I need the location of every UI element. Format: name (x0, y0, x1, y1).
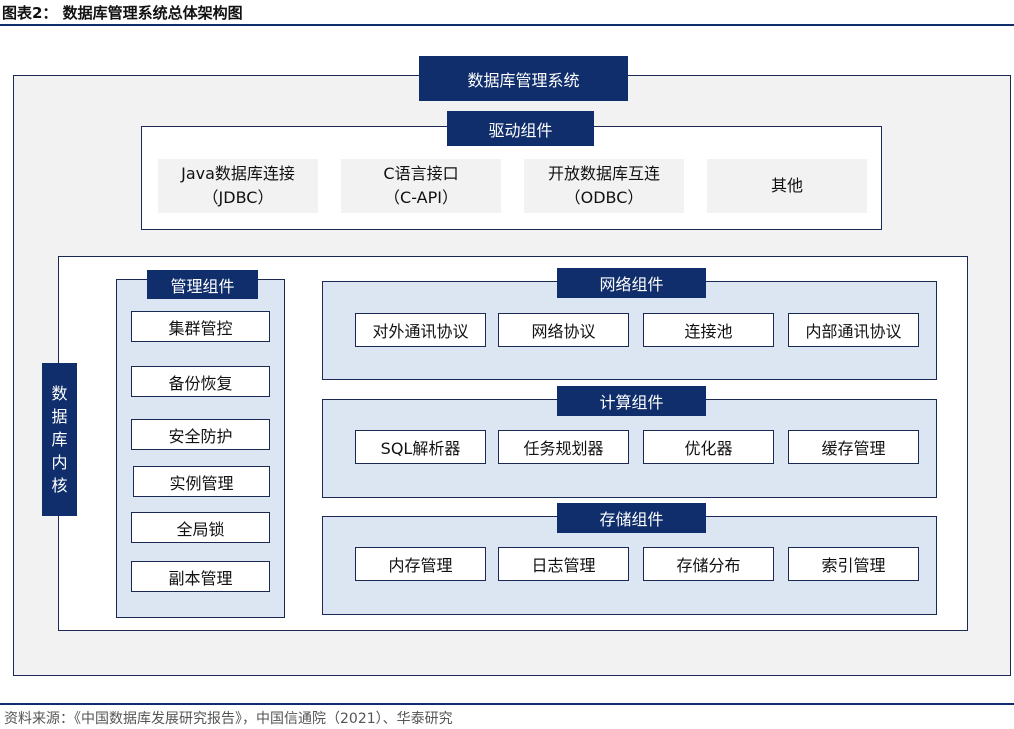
driver-item-line1: 开放数据库互连 (547, 164, 660, 183)
figure-title: 图表2： 数据库管理系统总体架构图 (2, 4, 243, 22)
compute-item: 优化器 (643, 430, 774, 464)
system-title: 数据库管理系统 (419, 56, 628, 101)
management-title: 管理组件 (147, 270, 258, 299)
driver-title: 驱动组件 (447, 111, 594, 146)
driver-item-other: 其他 (707, 159, 867, 213)
figure-source: 资料来源：《中国数据库发展研究报告》，中国信通院（2021）、华泰研究 (4, 711, 453, 727)
driver-item-odbc: 开放数据库互连 （ODBC） (524, 159, 684, 213)
storage-item: 日志管理 (498, 547, 629, 581)
network-title: 网络组件 (557, 268, 706, 298)
network-item: 网络协议 (498, 313, 629, 347)
driver-item-line1: 其他 (770, 176, 803, 195)
driver-item-line1: Java数据库连接 (181, 164, 295, 183)
network-item: 内部通讯协议 (788, 313, 919, 347)
driver-item-line2: （JDBC） (202, 188, 274, 207)
compute-title: 计算组件 (557, 386, 706, 416)
driver-item-line2: （ODBC） (564, 188, 644, 207)
storage-item: 索引管理 (788, 547, 919, 581)
driver-item-jdbc: Java数据库连接 （JDBC） (158, 159, 318, 213)
network-item: 连接池 (643, 313, 774, 347)
bottom-rule (0, 703, 1014, 705)
management-item: 全局锁 (131, 512, 270, 543)
compute-item: 缓存管理 (788, 430, 919, 464)
kernel-label-char: 库 (51, 430, 68, 449)
compute-item: SQL解析器 (355, 430, 486, 464)
top-rule (0, 24, 1014, 26)
kernel-label-char: 数 (51, 384, 68, 403)
kernel-label-char: 内 (51, 453, 68, 472)
kernel-label-char: 核 (51, 476, 68, 495)
storage-item: 存储分布 (643, 547, 774, 581)
compute-item: 任务规划器 (498, 430, 629, 464)
management-item: 备份恢复 (131, 366, 270, 397)
management-item: 实例管理 (133, 466, 270, 497)
driver-item-capi: C语言接口 （C-API） (341, 159, 501, 213)
driver-item-line1: C语言接口 (383, 164, 459, 183)
kernel-label-char: 据 (51, 407, 68, 426)
storage-item: 内存管理 (355, 547, 486, 581)
network-item: 对外通讯协议 (355, 313, 486, 347)
management-item: 集群管控 (131, 311, 270, 342)
driver-item-line2: （C-API） (384, 188, 458, 207)
management-item: 安全防护 (131, 419, 270, 450)
management-item: 副本管理 (131, 561, 270, 592)
kernel-label: 数 据 库 内 核 (42, 363, 77, 516)
storage-title: 存储组件 (557, 503, 706, 533)
